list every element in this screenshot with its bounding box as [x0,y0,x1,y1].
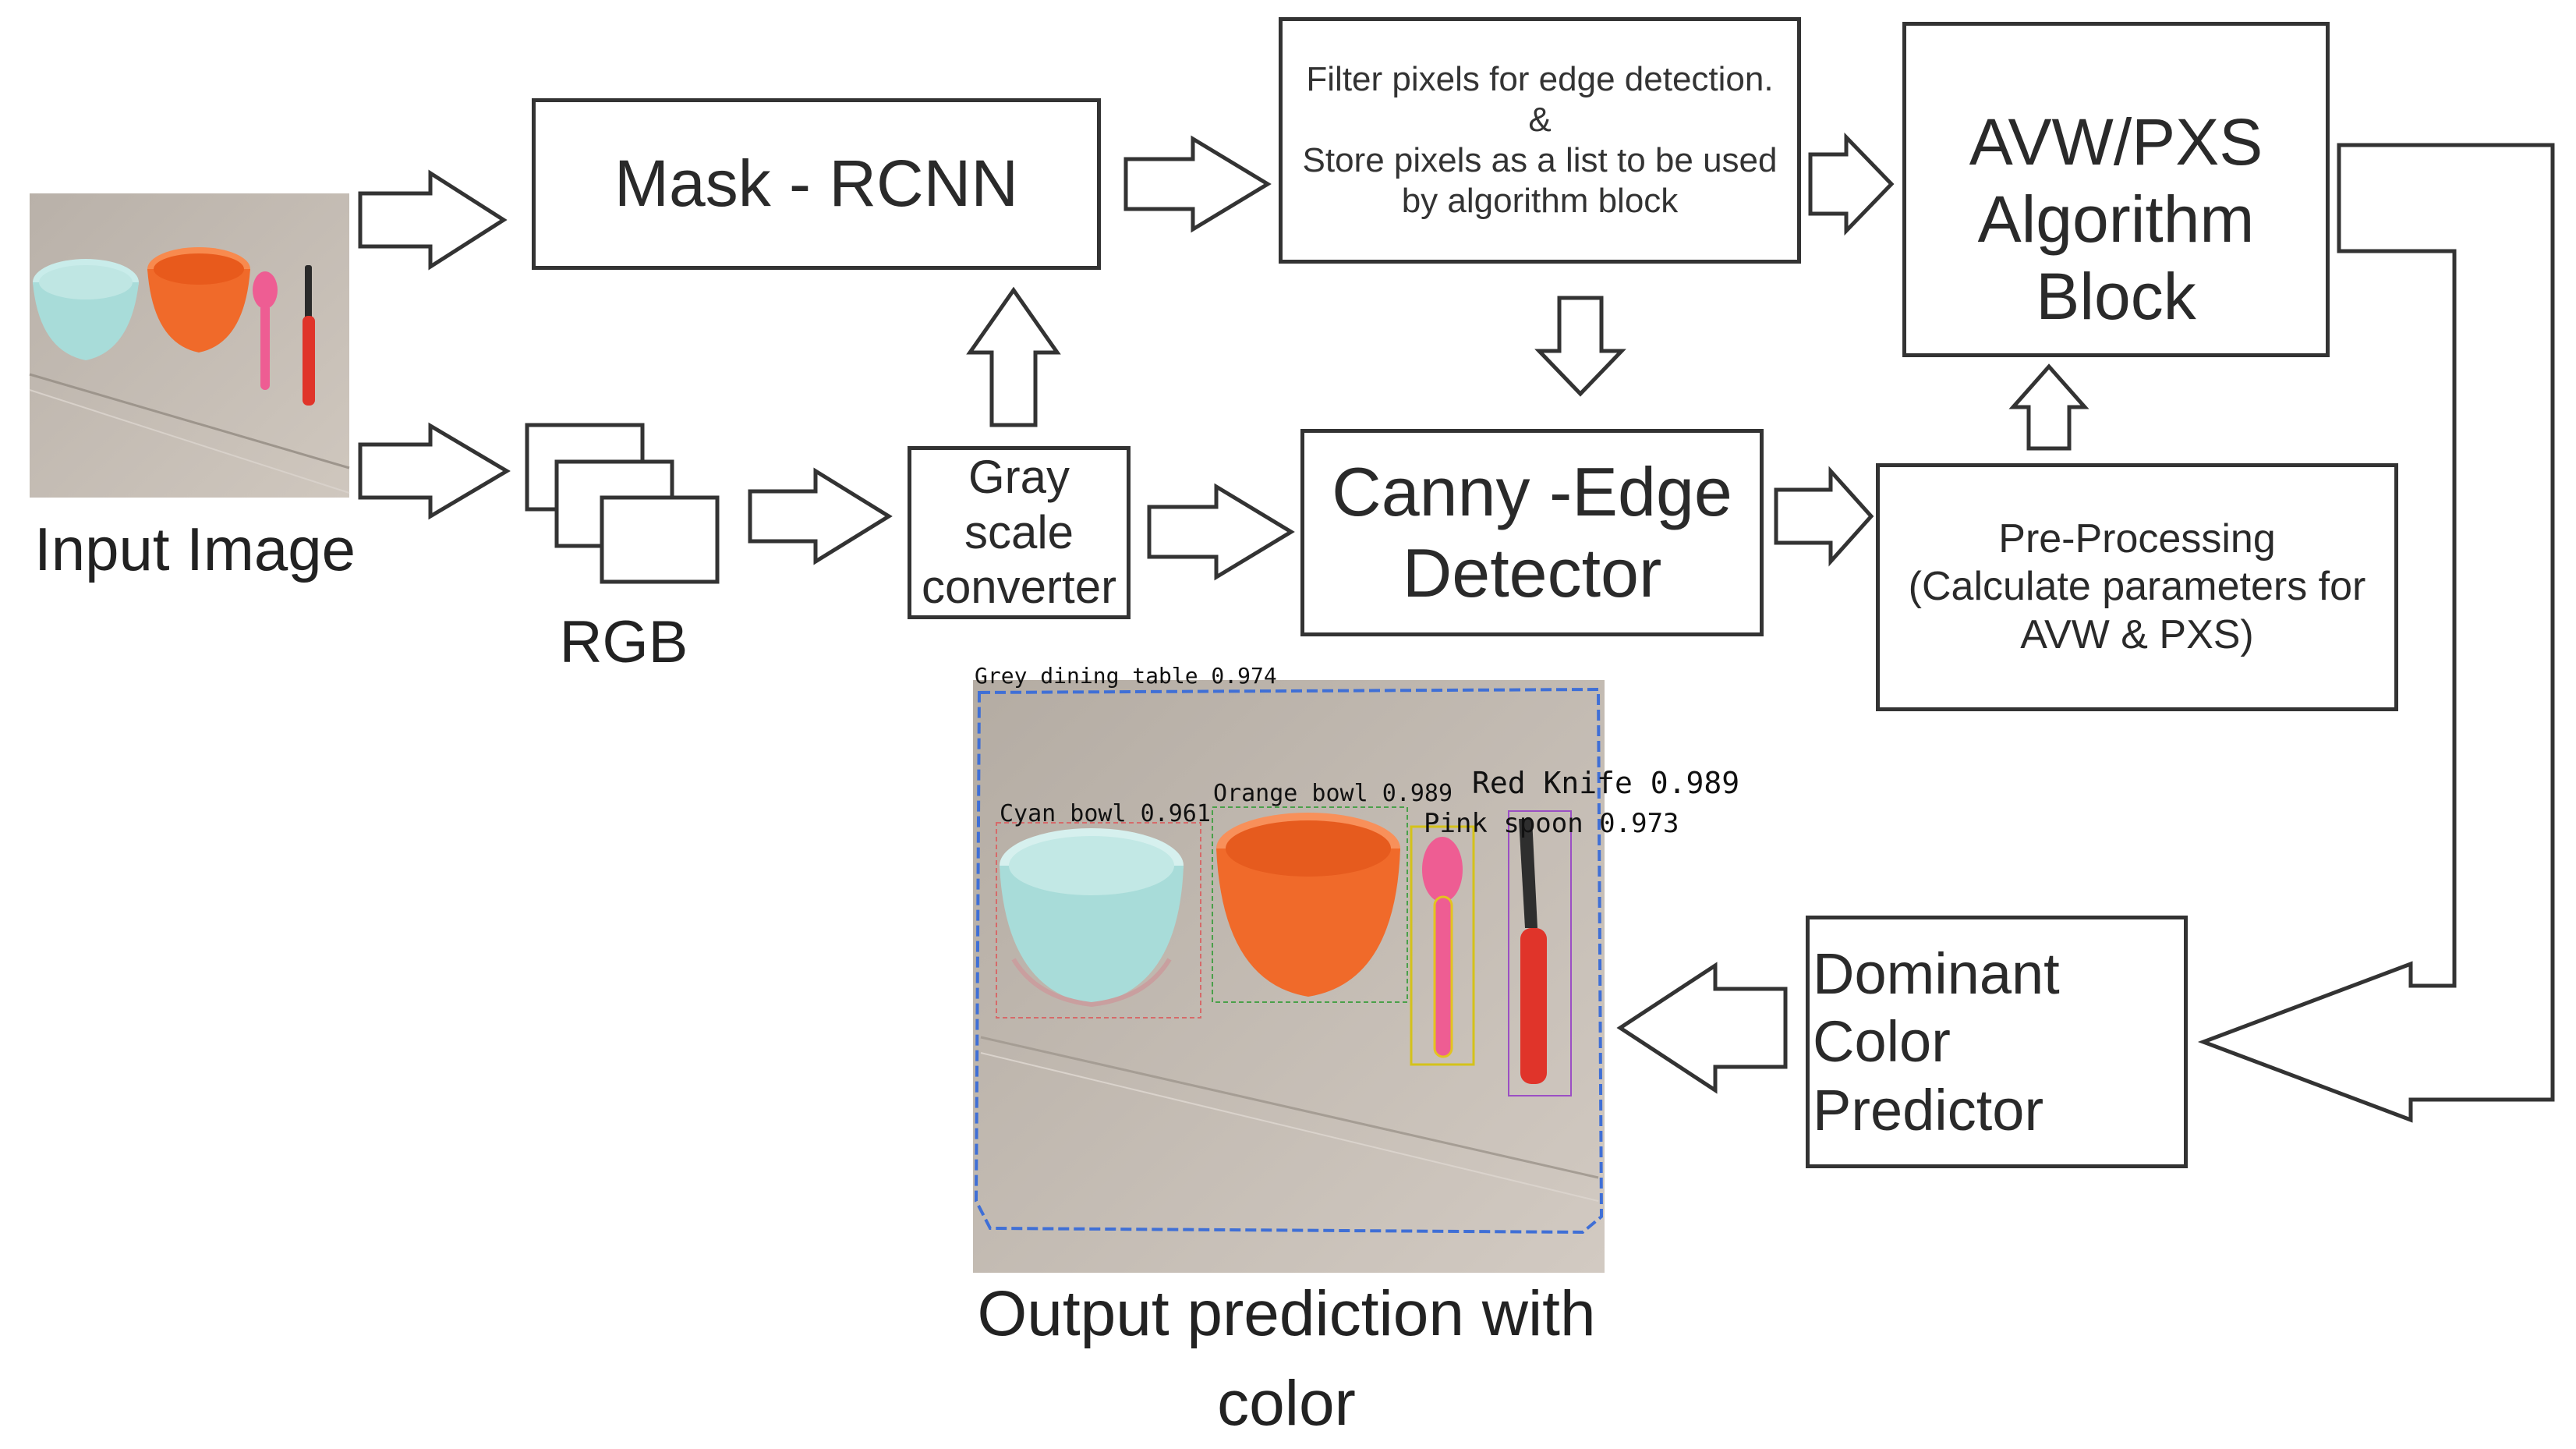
canny-line-2: Detector [1402,534,1662,611]
dominant-color-box: Dominant Color Predictor [1806,916,2188,1168]
arrow-filter-to-algorithm [1808,132,1895,236]
detection-label-table: Grey dining table 0.974 [975,663,1277,689]
filter-pixels-box: Filter pixels for edge detection. & Stor… [1279,17,1801,264]
arrow-dominant-to-output [1616,962,1788,1094]
preprocessing-line-3: AVW & PXS) [2020,611,2254,657]
preprocessing-box: Pre-Processing (Calculate parameters for… [1876,463,2398,711]
input-image-label: Input Image [34,515,356,583]
arrow-preprocessing-to-algorithm [2008,363,2089,451]
pink-spoon-detection [1410,825,1475,1066]
mask-rcnn-box: Mask - RCNN [532,98,1101,270]
flow-arrows [358,132,2089,1094]
canny-edge-box: Canny -Edge Detector [1300,429,1764,636]
detection-label-pink-spoon: Pink spoon 0.973 [1424,808,1679,839]
table-mask-outline [974,687,1604,1235]
input-image-photo [29,193,350,498]
dominant-line-2: Color Predictor [1813,1009,2044,1143]
detection-label-red-knife: Red Knife 0.989 [1472,766,1740,800]
arrow-grayscale-to-canny [1147,483,1295,581]
mask-rcnn-label: Mask - RCNN [614,147,1018,221]
canny-line-1: Canny -Edge [1332,453,1732,531]
arrow-input-to-maskrcnn [358,169,508,271]
rgb-channel-frames [525,423,720,584]
algorithm-block-box: AVW/PXS Algorithm Block [1902,22,2330,357]
filter-line-4: by algorithm block [1401,181,1679,220]
red-knife-image [303,265,315,406]
detection-label-orange-bowl: Orange bowl 0.989 [1213,780,1453,807]
output-label-line-1: Output prediction with [977,1278,1596,1349]
arrow-canny-to-preprocessing [1774,466,1874,567]
dominant-line-1: Dominant [1813,941,2060,1007]
algorithm-line-2: Algorithm Block [1977,182,2255,334]
pink-spoon-image [253,271,278,390]
grayscale-line-2: converter [921,561,1117,614]
grayscale-converter-box: Gray scale converter [908,446,1131,619]
orange-bowl-detection [1212,806,1408,1003]
algorithm-line-1: AVW/PXS [1969,105,2263,179]
arrow-grayscale-to-maskrcnn [966,286,1061,427]
output-label-line-2: color [1217,1367,1356,1439]
filter-line-1: Filter pixels for edge detection. [1306,60,1774,99]
red-knife-detection [1508,810,1572,1096]
cyan-bowl-image [33,259,139,360]
preprocessing-line-2: (Calculate parameters for [1908,564,2366,610]
cyan-bowl-detection [996,822,1201,1019]
grayscale-line-1: Gray scale [964,450,1074,558]
detection-label-cyan-bowl: Cyan bowl 0.961 [1000,800,1211,827]
arrow-maskrcnn-to-filter [1123,135,1272,233]
arrow-filter-to-canny [1534,296,1626,397]
filter-line-2: & [1528,101,1552,140]
arrow-rgb-to-grayscale [748,467,893,565]
preprocessing-line-1: Pre-Processing [1998,515,2276,562]
rgb-label: RGB [559,609,688,675]
arrow-algorithm-to-dominant [2197,143,2555,1123]
output-prediction-photo [973,680,1605,1273]
arrow-input-to-rgb [358,422,511,520]
filter-line-3: Store pixels as a list to be used [1302,141,1778,179]
orange-bowl-image [147,247,250,353]
output-label: Output prediction with color [936,1270,1637,1449]
